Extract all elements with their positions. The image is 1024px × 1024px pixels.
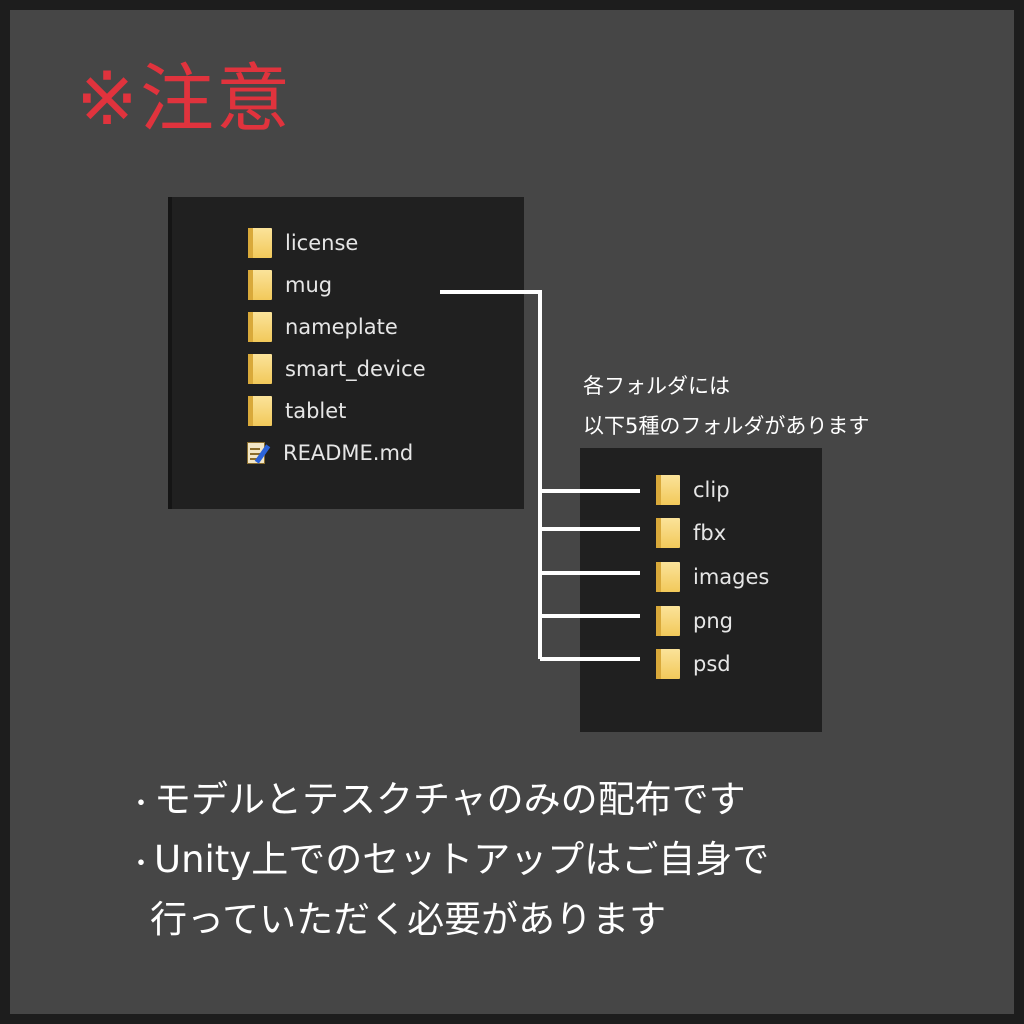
folder-item-images[interactable]: images (656, 561, 769, 593)
folder-icon (248, 228, 272, 258)
folder-item-png[interactable]: png (656, 605, 733, 637)
readme-file-icon (246, 440, 271, 466)
folder-label: nameplate (285, 315, 398, 339)
bullet-text: Unity上でのセットアップはご自身で (154, 838, 770, 881)
folder-label: license (285, 231, 359, 255)
bullet-text: 行っていただく必要があります (150, 898, 667, 941)
folder-item-nameplate[interactable]: nameplate (248, 311, 398, 343)
folder-icon (656, 649, 680, 679)
note-line-2: 以下5種のフォルダがあります (583, 414, 870, 438)
folder-item-clip[interactable]: clip (656, 474, 730, 506)
note-line-1: 各フォルダには (583, 374, 730, 398)
folder-icon (656, 562, 680, 592)
notice-bullets: ・モデルとテスクチャのみの配布です ・Unity上でのセットアップはご自身で 行… (128, 770, 769, 950)
folder-icon (656, 475, 680, 505)
folder-label: smart_device (285, 357, 426, 381)
connector-trunk (440, 290, 542, 659)
folder-icon (248, 312, 272, 342)
sub-folder-listing (580, 448, 822, 732)
file-label: README.md (283, 441, 414, 465)
folder-label: psd (693, 652, 731, 676)
bullet-text: モデルとテスクチャのみの配布です (154, 778, 746, 821)
folder-icon (248, 354, 272, 384)
folder-item-license[interactable]: license (248, 227, 358, 259)
folder-label: png (693, 609, 733, 633)
folder-icon (248, 270, 272, 300)
folder-icon (656, 606, 680, 636)
folder-item-mug[interactable]: mug (248, 269, 332, 301)
file-item-readme[interactable]: README.md (246, 437, 413, 469)
bullet-dot: ・ (128, 849, 155, 879)
bullet-item-setup-continued: 行っていただく必要があります (128, 890, 769, 950)
folder-icon (248, 396, 272, 426)
top-folder-listing (168, 197, 524, 509)
folder-item-psd[interactable]: psd (656, 648, 731, 680)
notice-title: ※注意 (76, 56, 293, 142)
bullet-item-setup: ・Unity上でのセットアップはご自身で (128, 830, 769, 890)
folder-label: tablet (285, 399, 347, 423)
folder-label: images (693, 565, 770, 589)
bullet-dot: ・ (128, 789, 155, 819)
folder-label: fbx (693, 521, 727, 545)
folder-label: mug (285, 273, 333, 297)
notice-canvas (10, 10, 1014, 1014)
folder-icon (656, 518, 680, 548)
subfolder-note: 各フォルダには 以下5種のフォルダがあります (583, 366, 869, 446)
bullet-item-distribution: ・モデルとテスクチャのみの配布です (128, 770, 769, 830)
folder-item-fbx[interactable]: fbx (656, 517, 726, 549)
folder-item-smart-device[interactable]: smart_device (248, 353, 426, 385)
folder-label: clip (693, 478, 730, 502)
folder-item-tablet[interactable]: tablet (248, 395, 346, 427)
